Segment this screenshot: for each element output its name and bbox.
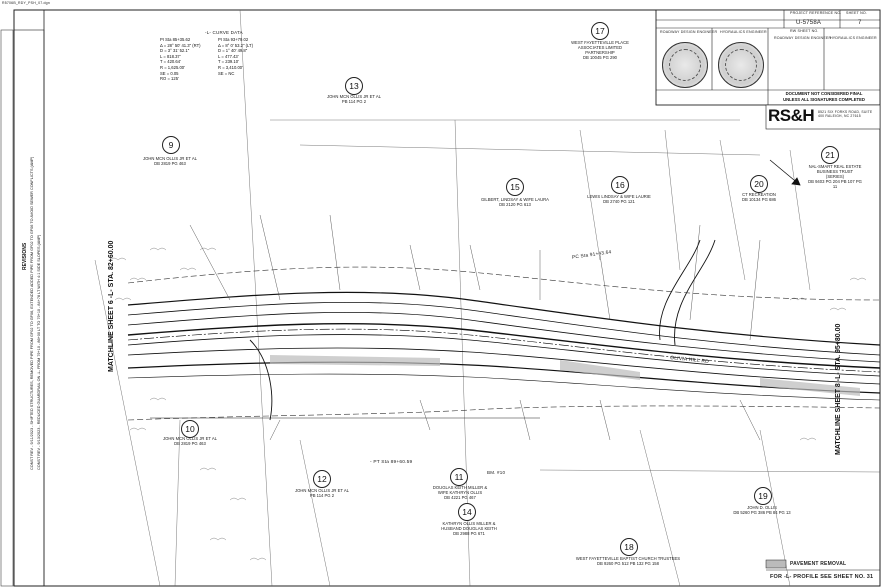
- revisions-title: REVISIONS: [22, 242, 28, 270]
- curve-right-t: T = 239.10': [218, 59, 239, 65]
- parcel-13-owner: JOHN MCN OLLIS JR ET AL PB 114 PG 2: [322, 94, 386, 104]
- parcel-20-number: 20: [750, 175, 768, 193]
- curve-data-right: PI Sta 93+79.02 Δ = 8° 0' 53.2" (LT) D =…: [218, 37, 253, 76]
- curve-left-d: D = 3° 31' 52.1": [160, 48, 190, 54]
- parcel-9-deed: DB 2819 PG 463: [154, 161, 186, 166]
- parcel-12-number: 12: [313, 470, 331, 488]
- parcel-11-name: DOUGLAS KEITH MILLER & WIFE KATHRYN OLLI…: [432, 485, 488, 495]
- parcel-19-number: 19: [754, 487, 772, 505]
- project-reference: U-5758A: [796, 20, 822, 26]
- parcel-14-deed: DB 2988 PG 671: [453, 531, 485, 536]
- parcel-14-number: 14: [458, 503, 476, 521]
- parcel-9-owner: JOHN MCN OLLIS JR ET AL DB 2819 PG 463: [140, 156, 200, 166]
- pavement-removal-legend: PAVEMENT REMOVAL: [790, 561, 847, 567]
- parcel-18-number: 18: [620, 538, 638, 556]
- curve-left-r: R = 1,625.00': [160, 64, 185, 70]
- parcel-14-owner: KATHRYN OLLIS MILLER & HUSBAND DOUGLAS K…: [438, 521, 500, 536]
- curve-right-d: D = 1° 40' 49.8": [218, 48, 248, 54]
- parcel-17-number: 17: [591, 22, 609, 40]
- parcel-10-name: JOHN MCN OLLIS JR ET AL: [163, 436, 217, 441]
- curve-left-t: T = 420.64': [160, 59, 181, 65]
- parcel-16-owner: LEWIS LINDSAY & WIFE LAURIE DB 2740 PG 1…: [586, 194, 652, 204]
- matchline-left: MATCHLINE SHEET 6 -L- STA. 82+60.00: [108, 240, 115, 372]
- parcel-15-name: GILBERT, LINDSAY & WIFE LAURA: [481, 197, 549, 202]
- sheet-no-label: SHEET NO.: [846, 11, 868, 15]
- parcel-21-owner: NAL-SMART REAL ESTATE BUSINESS TRUST (SE…: [808, 164, 862, 189]
- parcel-21-number: 21: [821, 146, 839, 164]
- curve-left-ro: RO = 125': [160, 76, 179, 82]
- parcel-19-deed: DB 5260 PG 386 PB 84 PG 13: [733, 510, 791, 515]
- parcel-14-name: KATHRYN OLLIS MILLER & HUSBAND DOUGLAS K…: [441, 521, 497, 531]
- parcel-20-owner: CT RECREATION DB 10134 PG 686: [728, 192, 790, 202]
- firm-logo: RS&H: [768, 106, 815, 125]
- parcel-20-deed: DB 10134 PG 686: [742, 197, 776, 202]
- pt-station-label: - PT Sta 89+60.59: [370, 460, 413, 465]
- parcel-10-owner: JOHN MCN OLLIS JR ET AL DB 2819 PG 463: [160, 436, 220, 446]
- parcel-13-number: 13: [345, 77, 363, 95]
- document-notice-line-1: DOCUMENT NOT CONSIDERED FINAL: [785, 91, 863, 96]
- parcel-17-deed: DB 10045 PG 290: [583, 55, 617, 60]
- curve-right-delta: Δ = 8° 0' 53.2" (LT): [218, 42, 253, 48]
- profile-note: FOR -L- PROFILE SEE SHEET NO. 31: [770, 574, 874, 580]
- roadway-engineer-label: ROADWAY DESIGN ENGINEER: [660, 30, 718, 34]
- roadway-engineer-label-2: ROADWAY DESIGN ENGINEER: [774, 36, 832, 40]
- parcel-21-deed: DB 9403 PG 204 PB 107 PG 11: [808, 179, 862, 189]
- parcel-15-deed: DB 2120 PG 613: [499, 202, 531, 207]
- parcel-16-number: 16: [611, 176, 629, 194]
- project-reference-label: PROJECT REFERENCE NO.: [790, 11, 842, 15]
- curve-right-se: SE = NC: [218, 70, 235, 76]
- parcel-17-owner: WEST FAYETTEVILLE PLACE ASSOCIATES LIMIT…: [565, 40, 635, 60]
- parcel-9-number: 9: [162, 136, 180, 154]
- parcel-11-owner: DOUGLAS KEITH MILLER & WIFE KATHRYN OLLI…: [430, 485, 490, 500]
- parcel-18-name: WEST FAYETTEVILLE BAPTIST CHURCH TRUSTEE…: [575, 556, 681, 561]
- parcel-16-name: LEWIS LINDSAY & WIFE LAURIE: [587, 194, 651, 199]
- parcel-13-deed: PB 114 PG 2: [341, 99, 367, 104]
- curve-left-l: L = 818.37': [160, 53, 181, 59]
- revision-note-1: CONST REV - 9/11/2023 - SHIFTED STRUCTUR…: [30, 156, 34, 470]
- parcel-18-deed: DB 9260 PG 512 PB 132 PG 158: [597, 561, 659, 566]
- sheet-no: 7: [858, 20, 862, 26]
- parcel-15-owner: GILBERT, LINDSAY & WIFE LAURA DB 2120 PG…: [480, 197, 550, 207]
- hydraulics-engineer-label-2: HYDRAULICS ENGINEER: [830, 36, 877, 40]
- parcel-10-deed: DB 2819 PG 463: [174, 441, 206, 446]
- revision-note-2: CONST REV - 9/13/2023 - REDUCED GUARDRAI…: [37, 234, 41, 470]
- parcel-12-deed: PB 114 PG 2: [309, 493, 335, 498]
- parcel-11-number: 11: [450, 468, 468, 486]
- parcel-9-name: JOHN MCN OLLIS JR ET AL: [143, 156, 197, 161]
- firm-address: 8521 SIX FORKS ROAD, SUITE 400 RALEIGH, …: [818, 110, 873, 118]
- parcel-18-owner: WEST FAYETTEVILLE BAPTIST CHURCH TRUSTEE…: [548, 556, 708, 566]
- parcel-21-name: NAL-SMART REAL ESTATE BUSINESS TRUST (SE…: [808, 164, 862, 179]
- curve-data-title: -L- CURVE DATA: [205, 30, 243, 35]
- parcel-20-name: CT RECREATION: [742, 192, 776, 197]
- parcel-19-owner: JOHN D. OLLIS DB 5260 PG 386 PB 84 PG 13: [730, 505, 794, 515]
- curve-right-pi: PI Sta 93+79.02: [218, 37, 249, 42]
- engineer-seal-1: [662, 42, 708, 88]
- curve-right-l: L = 477.43': [218, 53, 239, 59]
- file-name: R5706B_RDY_PSH_07.dgn: [2, 1, 50, 5]
- parcel-15-number: 15: [506, 178, 524, 196]
- parcel-11-deed: DB 4221 PG 467: [444, 495, 476, 500]
- parcel-13-name: JOHN MCN OLLIS JR ET AL: [327, 94, 381, 99]
- curve-left-se: SE = 0.05: [160, 70, 179, 76]
- rw-sheet-label: RW SHEET NO.: [790, 29, 819, 33]
- benchmark-label: BM. #10: [487, 470, 506, 475]
- parcel-19-name: JOHN D. OLLIS: [747, 505, 777, 510]
- parcel-17-name: WEST FAYETTEVILLE PLACE ASSOCIATES LIMIT…: [571, 40, 629, 55]
- curve-left-delta: Δ = 28° 50' 41.3" (RT): [160, 42, 201, 48]
- hydraulics-engineer-label: HYDRAULICS ENGINEER: [720, 30, 767, 34]
- parcel-16-deed: DB 2740 PG 121: [603, 199, 635, 204]
- document-notice-line-2: UNLESS ALL SIGNATURES COMPLETED: [783, 97, 865, 102]
- engineer-seal-2: [718, 42, 764, 88]
- parcel-12-name: JOHN MCN OLLIS JR ET AL: [295, 488, 349, 493]
- matchline-right: MATCHLINE SHEET 8 -L- STA. 95+80.00: [835, 323, 842, 455]
- curve-right-r: R = 3,410.00': [218, 64, 243, 70]
- curve-left-pi: PI Sta 85+35.62: [160, 37, 191, 42]
- parcel-10-number: 10: [181, 420, 199, 438]
- parcel-12-owner: JOHN MCN OLLIS JR ET AL PB 114 PG 2: [290, 488, 354, 498]
- curve-data-left: PI Sta 85+35.62 Δ = 28° 50' 41.3" (RT) D…: [160, 37, 201, 82]
